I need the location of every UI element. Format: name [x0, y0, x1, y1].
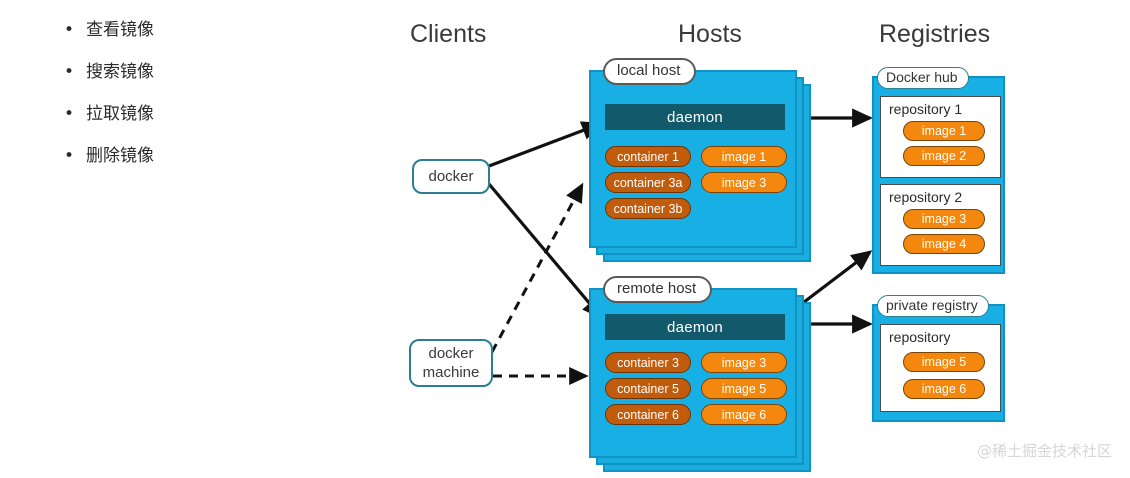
- image-operations-list: • 查看镜像 • 搜索镜像 • 拉取镜像 • 删除镜像: [58, 20, 358, 188]
- list-item: • 拉取镜像: [58, 104, 358, 124]
- client-label: docker: [428, 168, 474, 185]
- image-pill: image 5: [903, 352, 985, 372]
- host-card-front: remote host daemon container 3 container…: [589, 276, 797, 458]
- container-pill: container 1: [605, 146, 691, 167]
- host-label-local-host: local host: [603, 58, 697, 85]
- repository-title: repository 2: [889, 189, 963, 205]
- image-pill: image 3: [701, 172, 787, 193]
- image-pill: image 4: [903, 234, 985, 254]
- host-label-remote-host: remote host: [603, 276, 713, 303]
- image-pill: image 6: [903, 379, 985, 399]
- arrow-docker-to-local-daemon: [488, 121, 603, 168]
- image-pill: image 2: [903, 146, 985, 166]
- registry-card-docker-hub: Docker hub repository 1 image 1 image 2 …: [872, 67, 1005, 274]
- arrow-docker-to-remote-daemon: [487, 182, 603, 320]
- list-item-label: 拉取镜像: [86, 104, 154, 124]
- host-card-front: local host daemon container 1 container …: [589, 58, 797, 248]
- container-pill: container 3a: [605, 172, 691, 193]
- daemon-bar-remote: daemon: [605, 314, 785, 340]
- list-item: • 查看镜像: [58, 20, 358, 40]
- image-pill: image 5: [701, 378, 787, 399]
- client-box-docker-machine[interactable]: docker machine: [409, 339, 493, 387]
- container-pill: container 6: [605, 404, 691, 425]
- list-item-label: 搜索镜像: [86, 62, 154, 82]
- image-pill: image 3: [701, 352, 787, 373]
- client-label-line2: machine: [422, 364, 480, 381]
- image-pill: image 1: [701, 146, 787, 167]
- column-header-hosts: Hosts: [678, 20, 742, 48]
- registry-label-docker-hub: Docker hub: [877, 67, 969, 89]
- list-item-label: 删除镜像: [86, 146, 154, 166]
- image-pill: image 3: [903, 209, 985, 229]
- repository-title: repository 1: [889, 101, 963, 117]
- column-header-clients: Clients: [410, 20, 487, 48]
- arrow-docker-machine-to-local-host: [490, 182, 584, 353]
- bullet-marker-icon: •: [64, 62, 75, 82]
- list-item-label: 查看镜像: [86, 20, 154, 40]
- image-pill: image 1: [903, 121, 985, 141]
- bullet-marker-icon: •: [64, 104, 75, 124]
- list-item: • 搜索镜像: [58, 62, 358, 82]
- registry-card-private-registry: private registry repository image 5 imag…: [872, 295, 1005, 422]
- repository-box: repository 2 image 3 image 4: [880, 184, 1001, 266]
- client-label-line1: docker: [428, 345, 474, 362]
- watermark: @稀土掘金技术社区: [976, 442, 1112, 460]
- container-pill: container 3b: [605, 198, 691, 219]
- container-pill: container 3: [605, 352, 691, 373]
- host-card-remote-host: remote host daemon container 3 container…: [589, 276, 819, 478]
- repository-box: repository image 5 image 6: [880, 324, 1001, 412]
- bullet-marker-icon: •: [64, 20, 75, 40]
- bullet-marker-icon: •: [64, 146, 75, 166]
- container-pill: container 5: [605, 378, 691, 399]
- registry-label-private-registry: private registry: [877, 295, 989, 317]
- host-card-local-host: local host daemon container 1 container …: [589, 58, 819, 270]
- column-header-registries: Registries: [879, 20, 991, 48]
- image-pill: image 6: [701, 404, 787, 425]
- repository-box: repository 1 image 1 image 2: [880, 96, 1001, 178]
- repository-title: repository: [889, 329, 951, 345]
- daemon-bar-local: daemon: [605, 104, 785, 130]
- list-item: • 删除镜像: [58, 146, 358, 166]
- client-box-docker[interactable]: docker: [412, 159, 490, 194]
